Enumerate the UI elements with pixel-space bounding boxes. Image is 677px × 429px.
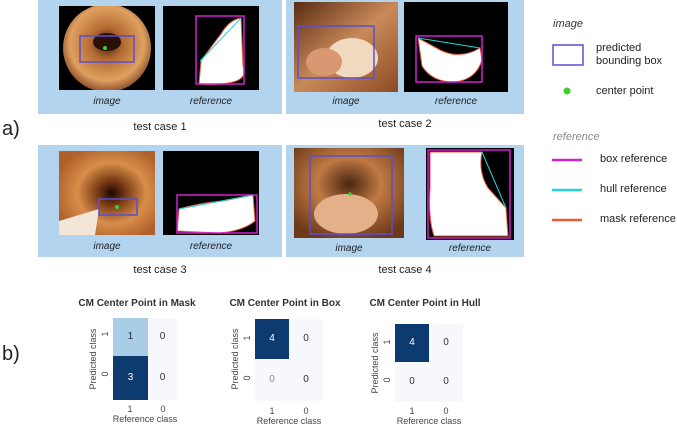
cm-y-tick: 0 <box>100 371 110 377</box>
center-point-swatch <box>563 87 571 95</box>
cm-x-tick: 1 <box>127 404 133 414</box>
cm-x-tick: 1 <box>269 406 275 416</box>
part-a-label: a) <box>2 118 20 140</box>
cm-xlabel: Reference class <box>112 414 178 424</box>
hull-reference-swatch <box>552 188 582 192</box>
cm-cell-1-1: 4 <box>395 324 429 362</box>
image-caption: image <box>93 96 121 107</box>
legend-predicted-box: predicted bounding box <box>596 42 663 67</box>
predicted-box <box>79 35 135 63</box>
cm-cell-1-0: 0 <box>303 333 309 344</box>
test-case-4-panel: image reference <box>286 145 524 257</box>
cm-xlabel: Reference class <box>396 416 462 426</box>
endoscopy-image <box>294 148 404 238</box>
legend-mask-reference: mask reference <box>600 213 676 225</box>
reference-mask <box>427 149 511 239</box>
test-case-3-label: test case 3 <box>133 264 187 276</box>
cm-cell-0-1: 3 <box>113 356 148 400</box>
cm-cell-0-0: 0 <box>443 376 449 387</box>
cm-y-tick: 1 <box>242 335 252 341</box>
reference-image <box>163 151 259 235</box>
box-reference-swatch <box>552 158 582 162</box>
center-point <box>103 46 107 50</box>
cm-cell-0-0: 0 <box>303 374 309 385</box>
cm-cell-1-1: 1 <box>113 318 148 356</box>
cm-cell-0-1: 0 <box>409 376 415 387</box>
endoscopy-photo <box>59 151 155 235</box>
legend-image-heading: image <box>553 18 583 30</box>
test-case-1-label: test case 1 <box>133 121 187 133</box>
image-caption: image <box>93 241 121 252</box>
cm-xlabel: Reference class <box>256 416 322 426</box>
endoscopy-image <box>294 2 398 92</box>
endoscopy-photo <box>294 2 398 92</box>
reference-caption: reference <box>189 241 233 252</box>
cm-y-tick: 0 <box>382 377 392 383</box>
legend-hull-reference: hull reference <box>600 183 667 195</box>
test-case-2-label: test case 2 <box>378 118 432 130</box>
cm-x-tick: 0 <box>443 406 449 416</box>
cm-title: CM Center Point in Hull <box>369 298 481 309</box>
cm-y-tick: 1 <box>382 339 392 345</box>
predicted-box <box>297 25 375 79</box>
endoscopy-photo <box>63 6 151 90</box>
cm-ylabel: Predicted class <box>230 328 240 390</box>
center-point <box>348 192 352 196</box>
cm-y-tick: 1 <box>100 331 110 337</box>
cm-title: CM Center Point in Mask <box>78 298 196 309</box>
test-case-2-panel: image reference <box>286 0 524 114</box>
endoscopy-photo <box>294 148 404 238</box>
reference-image <box>426 148 514 240</box>
cm-ylabel: Predicted class <box>370 332 380 394</box>
legend-center-point: center point <box>596 85 654 97</box>
cm-x-tick: 0 <box>160 404 166 414</box>
reference-image <box>404 2 508 92</box>
image-caption: image <box>332 96 360 107</box>
reference-mask <box>176 194 258 234</box>
reference-caption: reference <box>434 96 478 107</box>
reference-mask <box>415 35 483 83</box>
reference-caption: reference <box>189 96 233 107</box>
reference-mask <box>195 15 245 86</box>
predicted-box <box>309 155 393 235</box>
mask-reference-swatch <box>552 218 582 222</box>
cm-title: CM Center Point in Box <box>229 298 341 309</box>
cm-x-tick: 0 <box>303 406 309 416</box>
legend-box-reference: box reference <box>600 153 668 165</box>
cm-cell-1-0: 0 <box>159 331 166 342</box>
test-case-1-panel: image reference <box>38 0 282 114</box>
part-b-label: b) <box>2 343 20 365</box>
cm-cell-0-0: 0 <box>159 372 166 383</box>
cm-cell-1-0: 0 <box>443 337 449 348</box>
predicted-box <box>98 198 138 216</box>
predicted-box-swatch <box>552 44 584 66</box>
cm-cell-1-1: 4 <box>255 319 289 359</box>
image-caption: image <box>335 243 363 254</box>
cm-cell-0-1: 0 <box>269 374 275 385</box>
cm-ylabel: Predicted class <box>88 328 98 390</box>
cm-y-tick: 0 <box>242 375 252 381</box>
endoscopy-image <box>59 6 155 90</box>
cm-x-tick: 1 <box>409 406 415 416</box>
test-case-3-panel: image reference <box>38 145 282 257</box>
legend-reference-heading: reference <box>553 131 600 143</box>
endoscopy-image <box>59 151 155 235</box>
reference-caption: reference <box>448 243 492 254</box>
reference-image <box>163 6 259 90</box>
center-point <box>115 205 119 209</box>
test-case-4-label: test case 4 <box>378 264 432 276</box>
